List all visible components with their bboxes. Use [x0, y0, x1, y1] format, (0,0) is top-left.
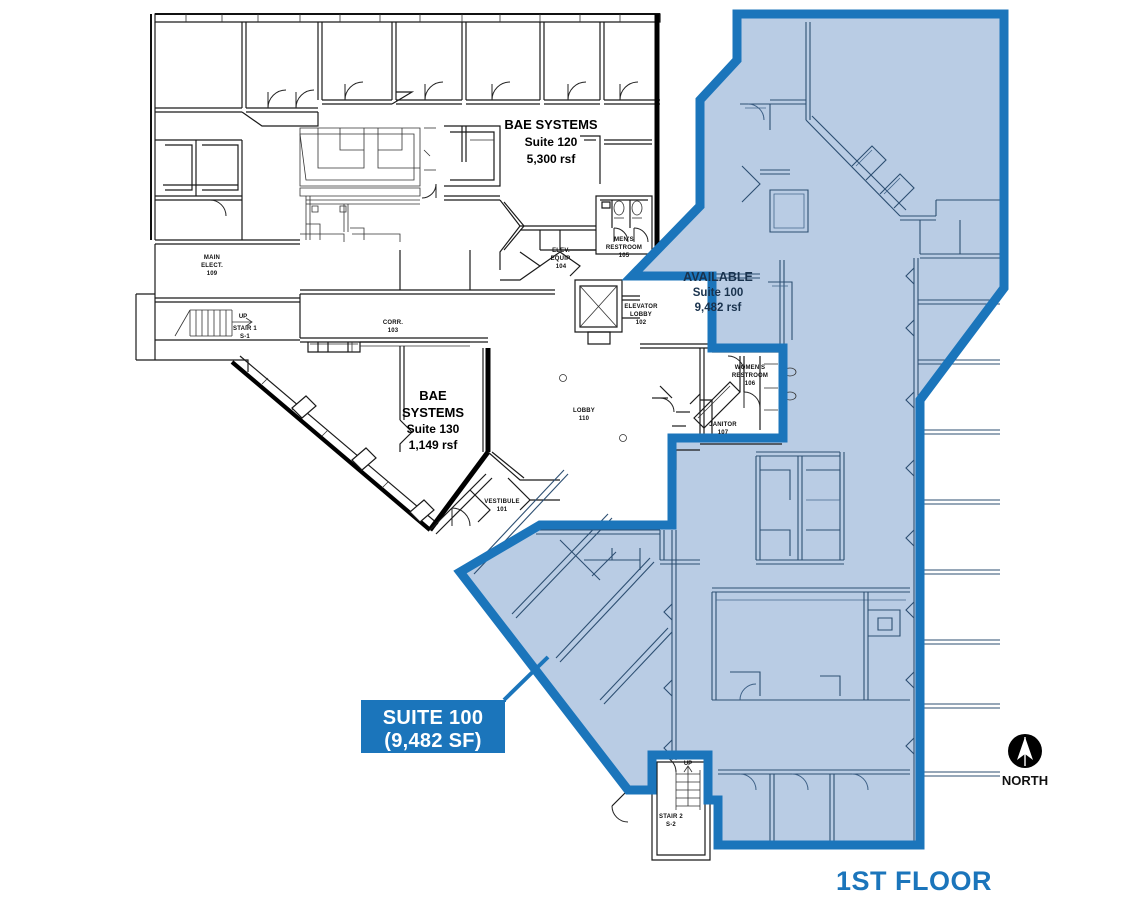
svg-text:CORR.: CORR.: [383, 320, 403, 326]
room-label-lobby: LOBBY 110: [573, 408, 595, 422]
stair-2-up-label: UP: [684, 761, 692, 767]
svg-text:LOBBY: LOBBY: [630, 312, 652, 318]
room-label-vestibule: VESTIBULE 101: [484, 499, 519, 513]
svg-text:106: 106: [745, 381, 756, 387]
svg-text:EQUIP.: EQUIP.: [551, 256, 572, 262]
svg-text:S-1: S-1: [240, 334, 250, 340]
available-suite: Suite 100: [693, 287, 744, 299]
room-label-corridor: CORR. 103: [383, 320, 403, 334]
svg-text:VESTIBULE: VESTIBULE: [484, 499, 519, 505]
svg-text:107: 107: [718, 430, 729, 436]
available-area: 9,482 rsf: [695, 302, 742, 314]
svg-text:104: 104: [556, 264, 567, 270]
svg-text:JANITOR: JANITOR: [709, 422, 737, 428]
tenant-120-area: 5,300 rsf: [527, 152, 577, 166]
room-label-elev-equip: ELEV. EQUIP. 104: [551, 248, 572, 270]
base-plan-linework: UP: [135, 13, 797, 861]
plan-text-labels: BAE SYSTEMS Suite 120 5,300 rsf BAE SYST…: [201, 117, 768, 828]
room-label-janitor: JANITOR 107: [709, 422, 737, 436]
svg-text:ELEVATOR: ELEVATOR: [624, 304, 658, 310]
svg-text:ELEV.: ELEV.: [552, 248, 570, 254]
suite-100-callout[interactable]: SUITE 100 (9,482 SF): [361, 655, 550, 753]
tenant-130-name-1: BAE: [419, 388, 447, 403]
north-label: NORTH: [1002, 773, 1048, 788]
stair-1-up-label: UP: [239, 314, 247, 320]
callout-line-1: SUITE 100: [383, 707, 484, 729]
svg-text:WOMEN'S: WOMEN'S: [735, 365, 766, 371]
suite-100-interior-linework: [469, 22, 1004, 845]
svg-text:STAIR 1: STAIR 1: [233, 326, 257, 332]
svg-text:ELECT.: ELECT.: [201, 263, 223, 269]
tenant-label-suite-130: BAE SYSTEMS Suite 130 1,149 rsf: [402, 388, 464, 452]
svg-text:STAIR 2: STAIR 2: [659, 814, 683, 820]
available-label-suite-100: AVAILABLE Suite 100 9,482 rsf: [683, 270, 753, 314]
svg-text:110: 110: [579, 416, 590, 422]
tenant-120-suite: Suite 120: [525, 135, 578, 149]
svg-text:RESTROOM: RESTROOM: [606, 245, 642, 251]
callout-line-2: (9,482 SF): [384, 730, 481, 752]
floor-label: 1ST FLOOR: [836, 866, 992, 896]
svg-text:105: 105: [619, 253, 630, 259]
room-label-mens-restroom: MEN'S RESTROOM 105: [606, 237, 642, 259]
svg-text:S-2: S-2: [666, 822, 676, 828]
tenant-130-area: 1,149 rsf: [409, 438, 459, 452]
svg-text:LOBBY: LOBBY: [573, 408, 595, 414]
tenant-130-suite: Suite 130: [407, 422, 460, 436]
tenant-130-name-2: SYSTEMS: [402, 405, 464, 420]
svg-text:MAIN: MAIN: [204, 255, 220, 261]
room-label-womens-restroom: WOMEN'S RESTROOM 106: [732, 365, 768, 387]
svg-text:109: 109: [207, 271, 218, 277]
callout-box[interactable]: [361, 700, 505, 753]
room-label-stair-2: STAIR 2 S-2: [659, 814, 683, 828]
room-label-stair-1: STAIR 1 S-1: [233, 326, 257, 340]
svg-text:101: 101: [497, 507, 508, 513]
suite-100-highlight-outline[interactable]: [453, 9, 1009, 850]
room-label-main-elect: MAIN ELECT. 109: [201, 255, 223, 277]
svg-text:103: 103: [388, 328, 399, 334]
svg-text:RESTROOM: RESTROOM: [732, 373, 768, 379]
available-status: AVAILABLE: [683, 270, 753, 284]
svg-text:102: 102: [636, 320, 647, 326]
svg-text:MEN'S: MEN'S: [614, 237, 634, 243]
north-compass-icon: NORTH: [1002, 734, 1048, 788]
tenant-120-name: BAE SYSTEMS: [504, 117, 598, 132]
tenant-label-suite-120: BAE SYSTEMS Suite 120 5,300 rsf: [504, 117, 598, 166]
room-label-elevator-lobby: ELEVATOR LOBBY 102: [624, 304, 658, 326]
